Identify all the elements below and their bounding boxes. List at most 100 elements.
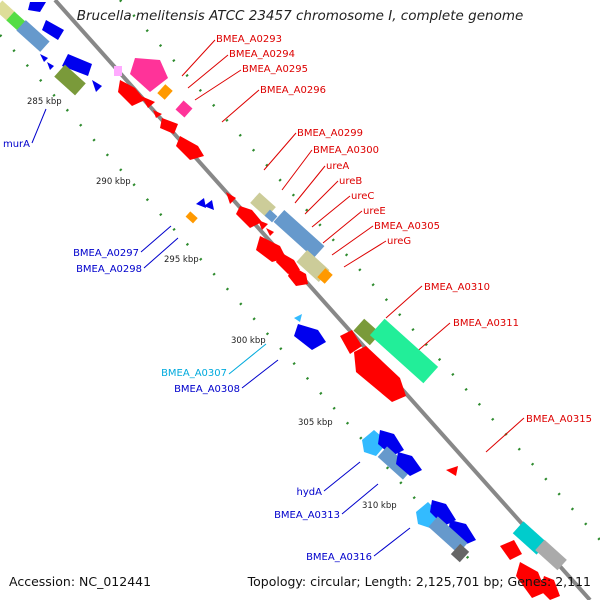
gene-feature: [16, 20, 50, 52]
gene-feature: [175, 100, 193, 118]
gene-feature: [54, 64, 86, 96]
leader-ureB: [304, 180, 339, 215]
gene-label-BMEA_A0316[interactable]: BMEA_A0316: [306, 552, 372, 563]
gene-feature: [226, 192, 236, 204]
gene-feature: [40, 54, 48, 62]
forward-gene-labels: BMEA_A0293 BMEA_A0294 BMEA_A0295 BMEA_A0…: [216, 34, 592, 425]
gene-feature: [236, 206, 262, 228]
gene-label-BMEA_A0315[interactable]: BMEA_A0315: [526, 414, 592, 425]
inner-tick-track: [0, 34, 471, 561]
gene-label-BMEA_A0295[interactable]: BMEA_A0295: [242, 64, 308, 75]
gene-label-BMEA_A0313[interactable]: BMEA_A0313: [274, 510, 340, 521]
leader-BMEA_A0297: [140, 225, 172, 253]
gene-label-ureA[interactable]: ureA: [326, 161, 349, 172]
gene-label-BMEA_A0293[interactable]: BMEA_A0293: [216, 34, 282, 45]
gene-feature: [196, 198, 206, 208]
gene-feature: [256, 236, 286, 262]
gene-feature: [369, 318, 439, 384]
leader-BMEA_A0310: [385, 285, 423, 319]
leader-ureG: [343, 240, 387, 268]
scale-label: 300 kbp: [231, 336, 266, 346]
leader-ureA: [294, 165, 326, 204]
leader-BMEA_A0300: [281, 149, 313, 191]
gene-label-ureE[interactable]: ureE: [363, 206, 386, 217]
gene-label-BMEA_A0298[interactable]: BMEA_A0298: [76, 264, 142, 275]
gene-feature: [500, 540, 522, 560]
leader-ureC: [311, 195, 351, 228]
gene-feature: [294, 314, 302, 322]
scale-label: 305 kbp: [298, 418, 333, 428]
gene-feature: [294, 324, 326, 350]
gene-feature: [153, 110, 162, 118]
gene-label-BMEA_A0294[interactable]: BMEA_A0294: [229, 49, 295, 60]
gene-feature: [204, 200, 214, 210]
leader-BMEA_A0307: [228, 343, 267, 375]
gene-features: [0, 0, 567, 600]
gene-feature: [47, 62, 54, 70]
gene-feature: [428, 516, 468, 554]
gene-label-ureC[interactable]: ureC: [351, 191, 374, 202]
gene-label-ureG[interactable]: ureG: [387, 236, 411, 247]
gene-feature: [176, 136, 204, 160]
gene-feature: [264, 209, 278, 223]
leader-BMEA_A0293: [181, 39, 216, 77]
leader-BMEA_A0298: [143, 237, 179, 269]
leader-ureE: [322, 210, 363, 244]
gene-feature: [446, 466, 458, 476]
gene-label-BMEA_A0307[interactable]: BMEA_A0307: [161, 368, 227, 379]
gene-label-BMEA_A0311[interactable]: BMEA_A0311: [453, 318, 519, 329]
gene-feature: [450, 543, 470, 563]
gene-feature: [512, 521, 548, 555]
leader-BMEA_A0294: [187, 54, 229, 89]
scale-labels: 285 kbp 290 kbp 295 kbp 300 kbp 305 kbp …: [27, 97, 397, 511]
gene-label-hydA[interactable]: hydA: [297, 487, 323, 498]
gene-feature: [62, 54, 92, 76]
gene-label-BMEA_A0296[interactable]: BMEA_A0296: [260, 85, 326, 96]
map-title: Brucella melitensis ATCC 23457 chromosom…: [76, 8, 524, 24]
gene-label-BMEA_A0297[interactable]: BMEA_A0297: [73, 248, 139, 259]
leader-BMEA_A0313: [341, 483, 379, 515]
gene-feature: [540, 576, 560, 600]
gene-feature: [377, 446, 413, 480]
scale-label: 290 kbp: [96, 177, 131, 187]
leader-BMEA_A0299: [263, 132, 297, 171]
outer-tick-track: [119, 0, 600, 541]
leader-BMEA_A0295: [194, 69, 242, 101]
gene-label-BMEA_A0300[interactable]: BMEA_A0300: [313, 145, 379, 156]
gene-feature: [340, 330, 362, 354]
scale-label: 295 kbp: [164, 255, 199, 265]
gene-label-BMEA_A0299[interactable]: BMEA_A0299: [297, 128, 363, 139]
scale-label: 285 kbp: [27, 97, 62, 107]
gene-feature: [141, 96, 155, 108]
leader-BMEA_A0308: [241, 359, 279, 389]
gene-label-murA[interactable]: murA: [3, 139, 30, 150]
leader-BMEA_A0315: [485, 417, 525, 453]
leader-murA: [31, 108, 47, 144]
tick-tracks: [0, 0, 600, 561]
gene-feature: [430, 500, 456, 526]
gene-feature: [157, 84, 173, 100]
gene-feature: [114, 66, 122, 76]
gene-label-BMEA_A0305[interactable]: BMEA_A0305: [374, 221, 440, 232]
gene-feature: [516, 562, 546, 598]
leader-BMEA_A0311: [413, 322, 451, 355]
gene-feature: [535, 539, 567, 571]
leader-lines: [31, 39, 525, 557]
gene-feature: [273, 209, 325, 259]
scale-label: 310 kbp: [362, 501, 397, 511]
leader-hydA: [323, 461, 361, 492]
gene-feature: [92, 80, 102, 92]
gene-label-BMEA_A0308[interactable]: BMEA_A0308: [174, 384, 240, 395]
gene-label-ureB[interactable]: ureB: [339, 176, 362, 187]
gene-feature: [130, 58, 168, 92]
gene-label-BMEA_A0310[interactable]: BMEA_A0310: [424, 282, 490, 293]
leader-BMEA_A0296: [221, 89, 260, 123]
gene-feature: [266, 228, 274, 236]
leader-BMEA_A0305: [331, 225, 374, 256]
gene-feature: [185, 211, 198, 224]
gene-feature: [258, 220, 268, 230]
gene-feature: [28, 2, 46, 12]
gene-feature: [353, 318, 381, 346]
